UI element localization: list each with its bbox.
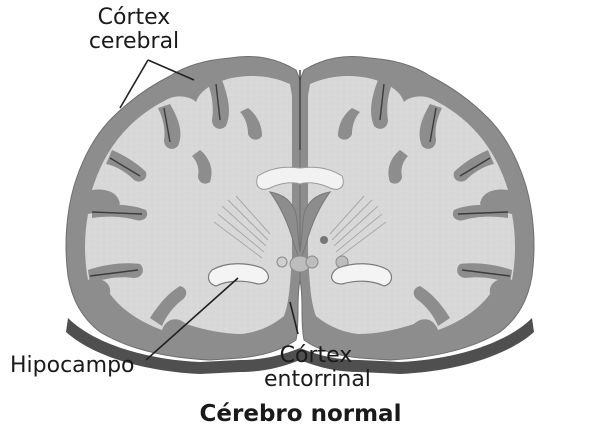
label-cortex-entorrinal-line1: Córtex: [264, 344, 368, 368]
label-cortex-entorrinal: Córtex entorrinal: [264, 344, 368, 392]
label-cortex-entorrinal-line2: entorrinal: [264, 368, 368, 392]
figure-caption: Cérebro normal: [0, 401, 601, 427]
label-cortex-cerebral: Córtex cerebral: [86, 6, 182, 54]
label-cortex-cerebral-line1: Córtex: [86, 6, 182, 30]
label-cortex-cerebral-line2: cerebral: [86, 30, 182, 54]
label-hipocampo: Hipocampo: [10, 354, 135, 378]
